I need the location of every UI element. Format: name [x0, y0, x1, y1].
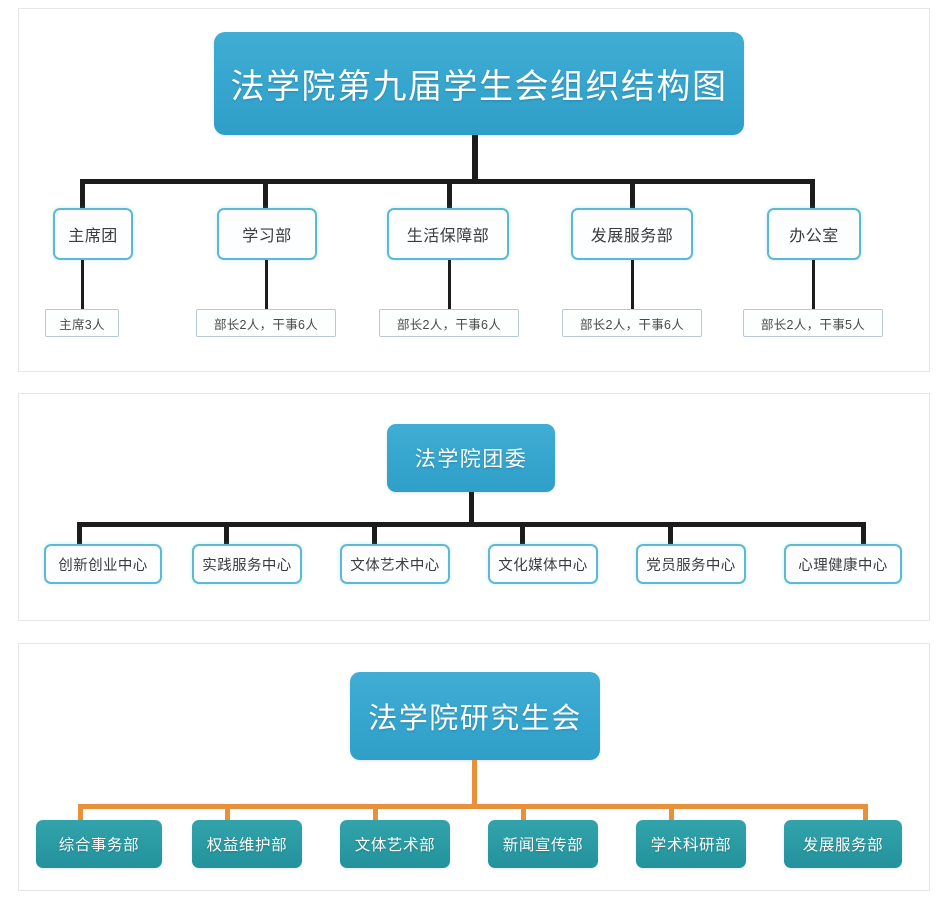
node-center-2[interactable]: 实践服务中心 — [192, 544, 302, 584]
connector-drop-2-4 — [520, 522, 525, 545]
node-staff-count-5: 部长2人，干事5人 — [743, 309, 883, 337]
panel-student-union: 法学院第九届学生会组织结构图 主席团 学习部 生活保障部 发展服务部 办公室 主… — [18, 8, 930, 372]
connector-count-1-5 — [812, 260, 815, 310]
node-center-4[interactable]: 文化媒体中心 — [488, 544, 598, 584]
node-grad-department-4[interactable]: 新闻宣传部 — [488, 820, 598, 868]
connector-drop-2-2 — [224, 522, 229, 545]
connector-drop-2-3 — [372, 522, 377, 545]
connector-bus-3 — [78, 804, 868, 809]
node-center-3[interactable]: 文体艺术中心 — [340, 544, 450, 584]
connector-count-1-1 — [81, 260, 84, 310]
node-department-4[interactable]: 发展服务部 — [571, 208, 693, 260]
node-grad-department-5[interactable]: 学术科研部 — [636, 820, 746, 868]
root-node-graduate-union[interactable]: 法学院研究生会 — [350, 672, 600, 760]
node-department-3[interactable]: 生活保障部 — [387, 208, 509, 260]
connector-stem-1 — [472, 135, 478, 182]
root-node-student-union[interactable]: 法学院第九届学生会组织结构图 — [214, 32, 744, 135]
node-center-5[interactable]: 党员服务中心 — [636, 544, 746, 584]
connector-count-1-4 — [631, 260, 634, 310]
node-staff-count-4: 部长2人，干事6人 — [562, 309, 702, 337]
node-staff-count-3: 部长2人，干事6人 — [379, 309, 519, 337]
node-staff-count-1: 主席3人 — [45, 309, 119, 337]
connector-drop-2-1 — [77, 522, 82, 545]
node-grad-department-3[interactable]: 文体艺术部 — [340, 820, 450, 868]
connector-stem-2 — [469, 492, 474, 525]
connector-drop-1-4 — [630, 179, 635, 209]
connector-count-1-3 — [448, 260, 451, 310]
connector-drop-1-5 — [810, 179, 815, 209]
node-center-6[interactable]: 心理健康中心 — [784, 544, 902, 584]
panel-graduate-union: 法学院研究生会 综合事务部 权益维护部 文体艺术部 新闻宣传部 学术科研部 发展… — [18, 643, 930, 891]
node-department-2[interactable]: 学习部 — [217, 208, 317, 260]
connector-drop-2-5 — [668, 522, 673, 545]
node-center-1[interactable]: 创新创业中心 — [44, 544, 162, 584]
node-grad-department-1[interactable]: 综合事务部 — [36, 820, 162, 868]
node-staff-count-2: 部长2人，干事6人 — [196, 309, 336, 337]
panel-youth-league: 法学院团委 创新创业中心 实践服务中心 文体艺术中心 文化媒体中心 党员服务中心… — [18, 393, 930, 621]
connector-count-1-2 — [265, 260, 268, 310]
node-grad-department-6[interactable]: 发展服务部 — [784, 820, 902, 868]
node-department-1[interactable]: 主席团 — [53, 208, 133, 260]
root-node-youth-league[interactable]: 法学院团委 — [387, 424, 555, 492]
connector-stem-3 — [472, 760, 477, 807]
connector-drop-1-3 — [447, 179, 452, 209]
connector-bus-2 — [77, 522, 866, 527]
connector-drop-1-2 — [263, 179, 268, 209]
connector-drop-2-6 — [861, 522, 866, 545]
node-department-5[interactable]: 办公室 — [767, 208, 861, 260]
connector-drop-1-1 — [80, 179, 85, 209]
node-grad-department-2[interactable]: 权益维护部 — [192, 820, 302, 868]
